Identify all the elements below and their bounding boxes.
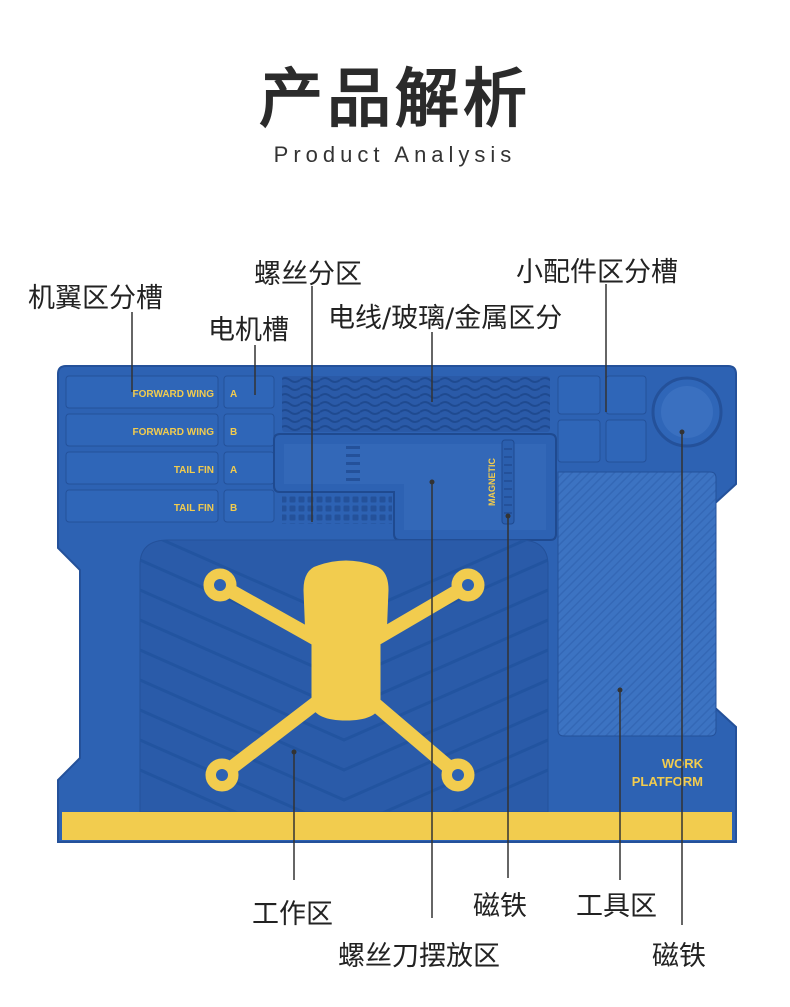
magnetic-label: MAGNETIC <box>487 458 497 506</box>
screw-dot-grid <box>282 494 392 524</box>
callout-screwdriver-rest: 螺丝刀摆放区 <box>338 941 500 972</box>
tool-area <box>557 471 717 737</box>
leader-dots <box>291 429 685 755</box>
platform-text-line2: PLATFORM <box>632 774 703 789</box>
small-parts-slots <box>557 375 647 463</box>
callout-small-parts: 小配件区分槽 <box>516 257 678 288</box>
slot-label-wing-4: TAIL FIN <box>174 503 214 514</box>
callout-magnet-right: 磁铁 <box>652 941 706 972</box>
wing-slot-area <box>65 375 275 523</box>
wire-glass-metal-zone <box>282 376 550 432</box>
slot-label-wing-2: FORWARD WING <box>133 427 215 438</box>
callout-magnet-center: 磁铁 <box>473 891 527 922</box>
slot-label-wing-3: TAIL FIN <box>174 465 214 476</box>
callout-tool-area: 工具区 <box>576 891 657 922</box>
leader-lines <box>131 284 683 925</box>
callout-screw-zone: 螺丝分区 <box>254 259 362 290</box>
magnet-strip <box>501 439 515 525</box>
tray-ridges <box>346 446 360 481</box>
drone-outline <box>203 560 485 792</box>
callout-work-area: 工作区 <box>252 899 333 930</box>
slot-letter-3: A <box>230 465 237 476</box>
page-subtitle: Product Analysis <box>273 142 517 167</box>
callout-wing-slot: 机翼区分槽 <box>28 283 163 314</box>
callout-wire-glass-metal: 电线/玻璃/金属区分 <box>328 303 563 334</box>
slot-label-wing-1: FORWARD WING <box>133 389 215 400</box>
slot-letter-1: A <box>230 389 237 400</box>
page-title: 产品解析 <box>259 63 531 137</box>
slot-letter-4: B <box>230 503 237 514</box>
callout-motor-slot: 电机槽 <box>208 315 289 346</box>
slot-letter-2: B <box>230 427 237 438</box>
yellow-bottom-bar <box>62 812 732 840</box>
